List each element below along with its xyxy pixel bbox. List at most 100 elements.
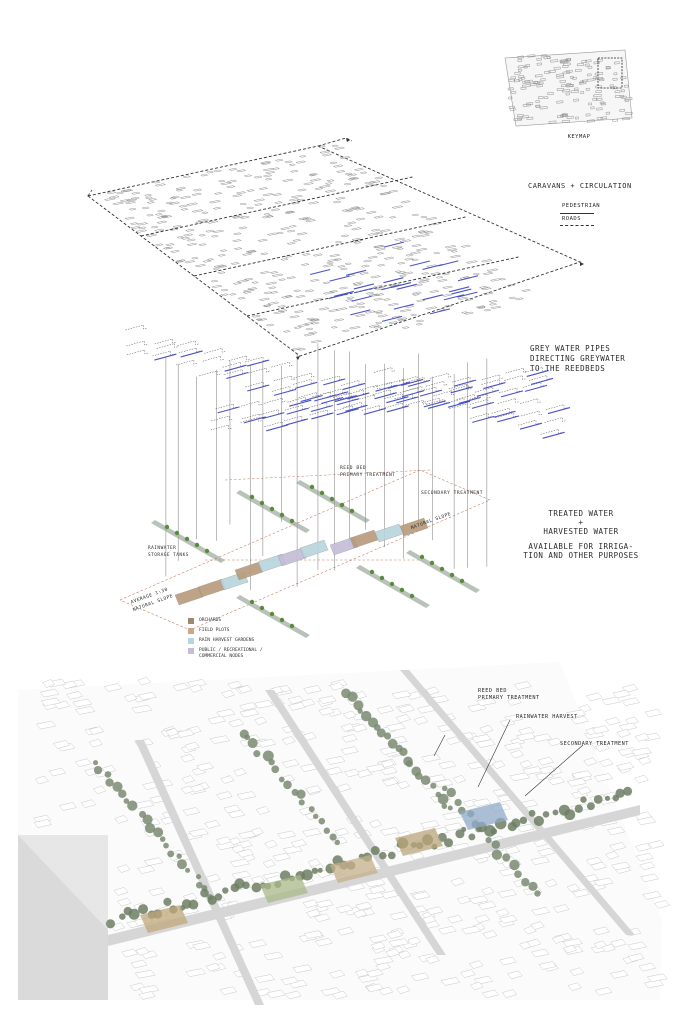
legend-item: PUBLIC / RECREATIONAL / COMMERCIAL NODES — [188, 648, 289, 660]
greywater-pipe — [450, 386, 473, 394]
reed-plant — [449, 572, 455, 578]
keymap-block — [582, 79, 588, 83]
aerial-house — [507, 970, 523, 980]
caravan-unit — [353, 168, 364, 171]
keymap-block — [536, 84, 543, 88]
aerial-tree — [176, 859, 187, 870]
keymap-block — [521, 115, 529, 119]
pipe-path — [540, 429, 563, 435]
aerial-tree — [399, 747, 408, 757]
caravan-unit — [154, 213, 163, 216]
aerial-tree — [329, 833, 337, 841]
legend-label: FIELD PLOTS — [199, 628, 230, 633]
caravan-unit — [130, 196, 141, 200]
caravan-unit — [165, 246, 174, 250]
aerial-house — [380, 759, 395, 768]
keymap-block — [509, 107, 516, 111]
caravan-unit — [450, 250, 458, 253]
greywater-pipe — [336, 398, 360, 406]
caravan-unit — [298, 155, 307, 158]
keymap-block — [620, 76, 627, 80]
treated-plus: + — [578, 518, 584, 527]
aerial-house — [616, 729, 632, 738]
caravan-unit — [309, 278, 320, 282]
aerial-house — [80, 799, 97, 808]
aerial-tree — [442, 785, 448, 792]
pipe-path — [448, 383, 471, 390]
aerial-house — [593, 877, 614, 887]
keymap-block — [517, 117, 522, 121]
aerial-house — [103, 683, 123, 692]
caravan-unit — [190, 256, 199, 260]
caravan-unit — [232, 232, 242, 236]
caravan-pipe — [396, 283, 417, 290]
aerial-tree — [430, 782, 437, 789]
caravan-unit — [433, 251, 441, 255]
aerial-house — [189, 684, 203, 693]
keymap-block — [599, 101, 605, 105]
aerial-house — [148, 887, 166, 897]
caravan-unit — [334, 240, 343, 244]
caravan-unit — [242, 291, 252, 294]
pipe-path — [384, 402, 407, 409]
pipe-path — [228, 355, 251, 362]
aerial-house — [325, 756, 346, 765]
caravan-unit — [150, 225, 159, 229]
caravan-pipe — [457, 275, 479, 282]
caravan-unit — [269, 271, 279, 274]
secondary-treatment-label: SECONDARY TREATMENT — [421, 491, 484, 496]
caravan-unit — [411, 234, 422, 238]
greywater-pipe — [427, 401, 451, 409]
greywater-pipe — [294, 381, 318, 389]
reed-plant — [279, 512, 285, 518]
caravan-unit — [415, 323, 424, 326]
keymap-block — [524, 64, 531, 68]
greywater-pipe — [300, 394, 323, 403]
pipe-path — [204, 348, 227, 354]
caravan-unit — [418, 278, 430, 282]
reed-plant — [269, 506, 275, 512]
caravan-unit — [272, 167, 280, 170]
caravan-unit — [420, 215, 428, 219]
aerial-house — [58, 802, 77, 811]
caravan-unit — [247, 287, 258, 291]
aerial-house — [592, 926, 610, 936]
caravan-pipe — [353, 287, 375, 294]
aerial-tree — [247, 738, 258, 749]
caravan-unit — [262, 174, 273, 178]
reed-plant — [289, 518, 295, 524]
pipe-path — [334, 395, 357, 401]
aerial-plot — [260, 875, 308, 903]
aerial-house — [74, 758, 92, 768]
aerial-house — [470, 981, 484, 991]
aerial-tree — [214, 893, 223, 901]
caravan-unit — [347, 177, 360, 181]
aerial-tree — [163, 897, 172, 906]
aerial-house — [354, 968, 369, 978]
caravan-unit — [269, 291, 279, 294]
greywater-pipe — [310, 405, 334, 413]
aerial-house — [567, 982, 582, 991]
aerial-house — [634, 733, 650, 742]
caravan-unit — [130, 226, 141, 230]
caravan-unit — [217, 254, 227, 257]
caravan-unit — [265, 323, 275, 327]
caravan-unit — [411, 291, 423, 295]
caravan-unit — [217, 271, 226, 274]
reed-plant — [369, 569, 375, 575]
keymap-block — [562, 64, 569, 68]
pipe-path — [373, 367, 397, 373]
caravan-unit — [262, 193, 274, 197]
caravan-unit — [297, 216, 310, 221]
keymap-block — [544, 70, 551, 74]
caravan-unit — [476, 306, 486, 309]
aerial-house — [474, 914, 491, 924]
keymap-block — [524, 79, 533, 83]
aerial-tree — [271, 765, 280, 774]
caravan-unit — [146, 213, 155, 217]
caravan-unit — [202, 259, 212, 263]
aerial-house — [329, 682, 345, 691]
caravan-unit — [430, 272, 441, 276]
caravan-unit — [260, 252, 269, 256]
aerial-house — [397, 704, 415, 714]
